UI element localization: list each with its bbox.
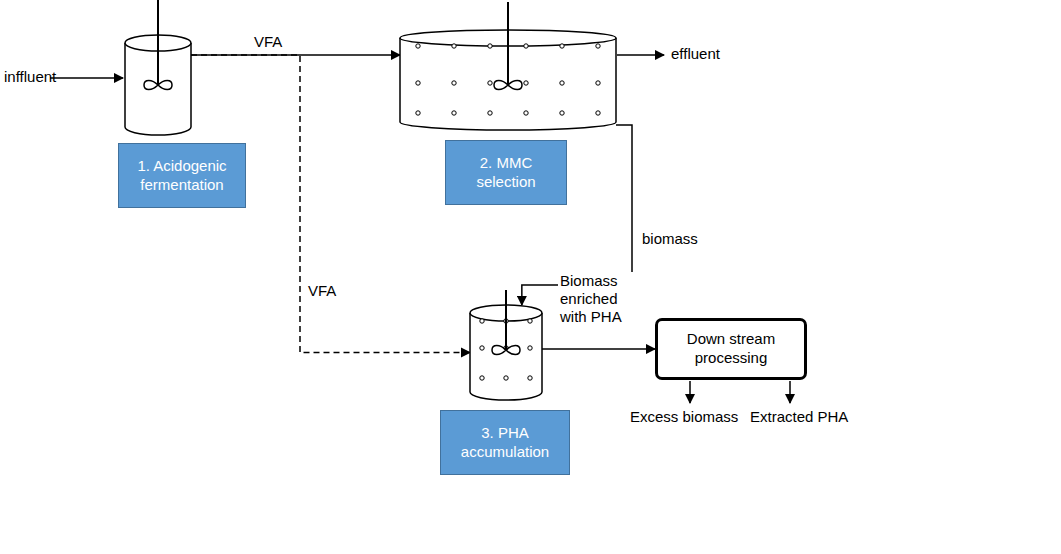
aeration-dot [416, 81, 420, 85]
flow-label: Extracted PHA [750, 408, 848, 426]
process-box: Down stream processing [655, 318, 807, 380]
tank-outline [400, 30, 616, 130]
aeration-dot [416, 44, 420, 48]
stage-label-box: 2. MMC selection [445, 140, 567, 205]
aeration-dot [480, 319, 484, 323]
reactor-tank: 1. Acidogenic fermentation [125, 35, 191, 135]
stirrer-impeller [492, 346, 520, 355]
aeration-dot [416, 111, 420, 115]
stage-label: 3. PHA accumulation [449, 424, 561, 462]
reactor-tank: 2. MMC selection [400, 30, 616, 130]
aeration-dot [560, 111, 564, 115]
aeration-dot [504, 376, 508, 380]
reactor-tank: 3. PHA accumulation [470, 305, 542, 400]
aeration-dot [524, 44, 528, 48]
stage-label-box: 3. PHA accumulation [440, 410, 570, 475]
tank-outline [470, 305, 542, 400]
flow-label: inffluent [4, 68, 56, 86]
process-label: Down stream processing [668, 330, 794, 368]
influent-arrow [50, 77, 123, 79]
stirrer-shaft [507, 2, 509, 85]
aeration-dot [596, 111, 600, 115]
aeration-dot [528, 319, 532, 323]
aeration-dot [528, 346, 532, 350]
stirrer-shaft [505, 290, 507, 350]
stage-label: 1. Acidogenic fermentation [127, 157, 237, 195]
extracted-arrow [789, 381, 791, 403]
flow-label: Excess biomass [630, 408, 738, 426]
aeration-dot [480, 376, 484, 380]
aeration-dot [596, 81, 600, 85]
stirrer-shaft [157, 0, 159, 85]
aeration-dot [560, 81, 564, 85]
connector-label: Biomass enriched with PHA [558, 272, 644, 326]
tank-outline [125, 35, 191, 135]
aeration-dot [560, 44, 564, 48]
stirrer-impeller [144, 81, 172, 90]
stage-label: 2. MMC selection [454, 154, 558, 192]
aeration-dot [488, 111, 492, 115]
connector-label: VFA [306, 282, 338, 300]
excess-arrow [689, 381, 691, 403]
aeration-dot [452, 111, 456, 115]
aeration-dot [488, 44, 492, 48]
aeration-dot [528, 376, 532, 380]
effluent-arrow [617, 54, 664, 56]
aeration-dot [452, 44, 456, 48]
aeration-dot [452, 81, 456, 85]
aeration-dot [480, 346, 484, 350]
connector-label: biomass [640, 230, 700, 248]
stage-label-box: 1. Acidogenic fermentation [118, 143, 246, 208]
connector-label: VFA [252, 33, 284, 51]
flow-connector [542, 348, 655, 350]
aeration-dot [488, 81, 492, 85]
aeration-dot [524, 111, 528, 115]
aeration-dot [524, 81, 528, 85]
aeration-dot [596, 44, 600, 48]
flow-label: effluent [671, 45, 720, 63]
stirrer-impeller [494, 81, 522, 90]
